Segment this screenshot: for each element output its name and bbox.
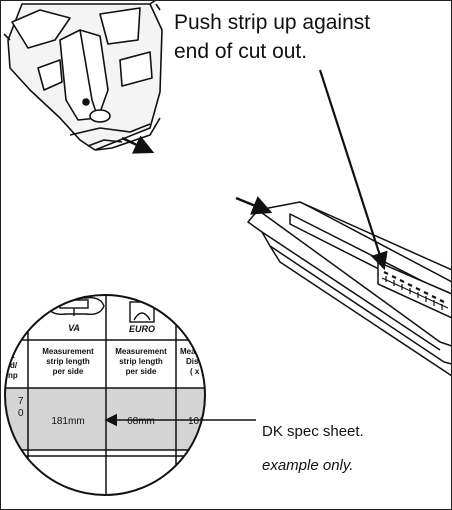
svg-text:d/: d/	[10, 361, 18, 370]
svg-text:Measure: Measure	[180, 347, 213, 356]
svg-text:strip length: strip length	[119, 357, 163, 366]
svg-text:101: 101	[188, 416, 205, 427]
svg-text:Distan: Distan	[186, 357, 211, 366]
spec-sheet-caption: DK spec sheet.	[262, 423, 364, 440]
instruction-line: Push strip up against	[174, 11, 371, 34]
svg-text:Measurement: Measurement	[115, 347, 167, 356]
svg-text:per side: per side	[53, 367, 84, 376]
svg-text:strip length: strip length	[46, 357, 90, 366]
aero-icon	[118, 262, 170, 279]
svg-text:np: np	[8, 371, 18, 380]
strip-drawing	[247, 201, 452, 377]
svg-text:7: 7	[18, 396, 24, 407]
svg-text:EURO: EURO	[129, 324, 155, 334]
push-arrow-icon	[121, 135, 155, 154]
partial-icon	[185, 299, 189, 315]
svg-text:H: H	[196, 318, 203, 328]
svg-text:0: 0	[18, 408, 24, 419]
spec-sheet-magnifier: VA AERO EURO H Measurement	[4, 262, 213, 496]
instruction-text: Push strip up against end of cut out.	[174, 8, 370, 66]
push-arrow-icon	[235, 196, 273, 215]
svg-text:( x ): ( x )	[190, 367, 205, 376]
bracket-drawing	[3, 0, 163, 151]
svg-text:per side: per side	[126, 367, 157, 376]
va-strip-length: 181mm	[51, 416, 84, 427]
example-note: example only.	[262, 457, 354, 474]
svg-text:Measurement: Measurement	[42, 347, 94, 356]
table-row-highlight	[5, 388, 205, 450]
svg-text:AERO: AERO	[128, 288, 155, 298]
svg-text:VA: VA	[68, 323, 80, 333]
instruction-line: end of cut out.	[174, 40, 308, 63]
aero-strip-length: 68mm	[127, 416, 155, 427]
pointer-arrow-icon	[318, 69, 388, 271]
